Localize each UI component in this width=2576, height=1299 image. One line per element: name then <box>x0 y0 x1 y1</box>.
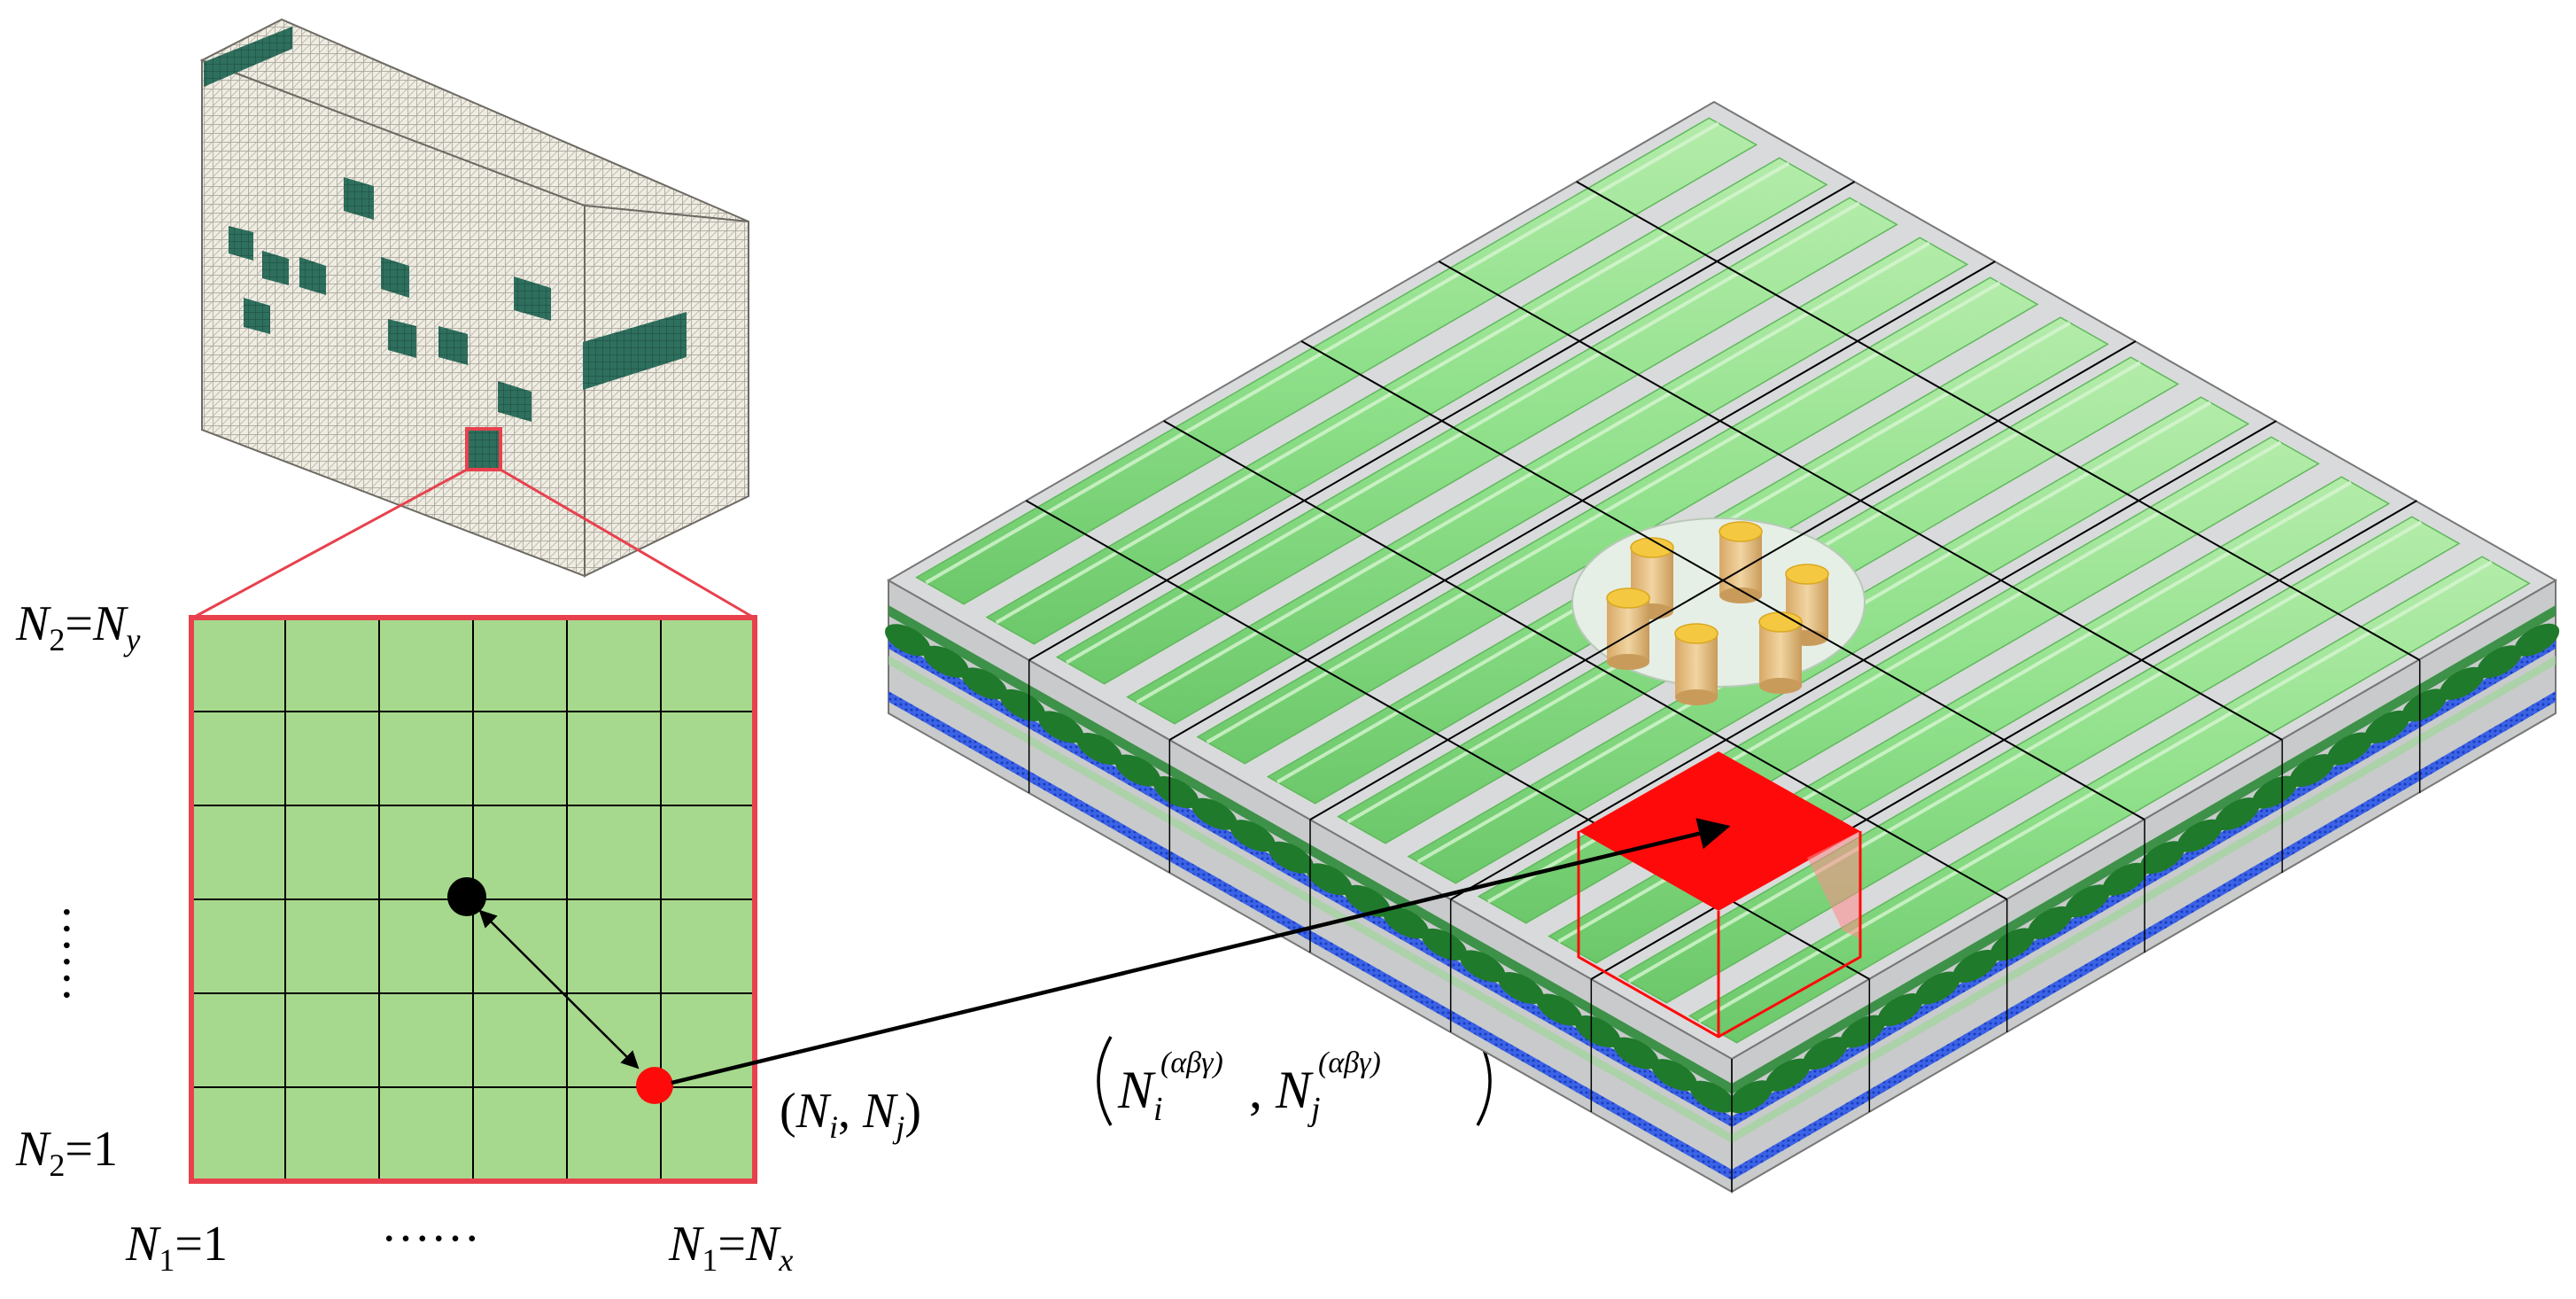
grid-lines <box>191 618 755 1181</box>
fiber-cross-section <box>2289 754 2335 788</box>
fiber-cross-section <box>1345 884 1391 917</box>
fiber-cross-section <box>2139 841 2185 875</box>
fiber-cross-section <box>1421 928 1468 961</box>
mesh-block-patches <box>204 27 687 422</box>
global-coordinate-label: Ni (αβγ) , Nj (αβγ) <box>1097 1036 1492 1128</box>
pillars <box>1606 521 1829 705</box>
pillar-body <box>1675 634 1718 697</box>
fiber-cross-section <box>1915 971 1960 1005</box>
svg-text:,: , <box>1249 1061 1262 1119</box>
fiber-cross-section <box>1727 1080 1773 1114</box>
pillar-base <box>1675 689 1718 705</box>
mesh-block-selection-box <box>465 427 502 471</box>
fiber-cross-section <box>2252 775 2298 809</box>
fiber-cross-section <box>2327 732 2372 766</box>
fiber-cross-section <box>1803 1037 1848 1070</box>
fiber-cross-section <box>1574 1015 1621 1048</box>
fiber-cross-section <box>2028 906 2073 939</box>
pillar-body <box>1719 532 1762 595</box>
horizontal-ellipsis: …… <box>381 1197 480 1252</box>
fiber-cross-section <box>2102 862 2148 896</box>
mesh-block-side-face <box>584 204 749 578</box>
fiber-cross-section <box>1877 993 1923 1027</box>
fiber-cross-section <box>1990 928 2036 961</box>
target-point-red <box>636 1067 673 1104</box>
fiber-cross-section <box>923 645 969 678</box>
highlight-cell-edges <box>1577 831 1862 1038</box>
vertical-ellipsis: …… <box>53 904 108 1003</box>
laminate-grid-line <box>1576 181 2421 661</box>
local-grid <box>189 615 757 1184</box>
fiber-cross-section <box>2215 797 2260 831</box>
pillar-top <box>1630 537 1674 558</box>
fiber-cross-section <box>961 667 1007 700</box>
laminate-side-grid <box>1028 660 2421 1192</box>
fiber-cross-section <box>1498 971 1544 1005</box>
fiber-cross-section <box>2364 710 2410 743</box>
fiber-cross-section <box>1038 711 1084 743</box>
fiber-cross-section <box>1383 906 1429 939</box>
svg-text:(αβγ): (αβγ) <box>1318 1046 1381 1079</box>
pillar-top <box>1785 564 1829 585</box>
fiber-cross-section <box>1307 863 1353 896</box>
fiber-cross-section <box>1230 820 1276 852</box>
pillar-base <box>1719 587 1762 603</box>
fiber-cross-section <box>1952 949 1998 983</box>
fiber-cross-section <box>2177 819 2223 852</box>
svg-text:Ni: Ni <box>1117 1061 1163 1128</box>
zoom-lines <box>192 468 755 619</box>
pillar-body <box>1607 598 1649 662</box>
pillar-top <box>1719 521 1763 542</box>
local-distance-arrow <box>478 909 640 1070</box>
label-n1-left: N1=1 <box>125 1217 228 1278</box>
global-left-paren <box>1097 1036 1113 1126</box>
pillar-base <box>1759 678 1802 694</box>
hole-with-pillars <box>1571 517 1866 705</box>
fiber-cross-section <box>1152 776 1199 809</box>
label-n1-right: N1=Nx <box>668 1217 793 1278</box>
fiber-cross-section <box>999 688 1046 721</box>
label-n2-top: N2=Ny <box>15 596 140 657</box>
pillar-body <box>1759 622 1802 686</box>
pillar-top <box>1674 623 1719 644</box>
reference-point-black <box>447 877 486 916</box>
fiber-cross-section <box>1765 1058 1811 1092</box>
fiber-cross-section <box>2401 688 2448 722</box>
local-coordinate-label: (Ni, Nj) <box>780 1084 921 1145</box>
mapping-arrow <box>671 818 1731 1085</box>
fiber-cross-section <box>2514 623 2560 657</box>
svg-text:Nj: Nj <box>1275 1061 1321 1128</box>
composite-laminate <box>885 100 2560 1194</box>
fiber-cross-section <box>1536 993 1582 1026</box>
pillar-base <box>1607 654 1649 670</box>
fiber-cross-section <box>1460 950 1506 983</box>
fiber-cross-section <box>2477 645 2522 679</box>
fiber-cross-section <box>885 624 931 657</box>
mesh-block <box>199 18 749 578</box>
fiber-cross-section <box>2065 884 2110 918</box>
pillar-top <box>1606 587 1650 609</box>
fiber-cross-section <box>1114 754 1160 787</box>
fiber-cross-section <box>1840 1015 1886 1048</box>
fiber-cross-sections <box>885 623 2560 1114</box>
fiber-cross-section <box>1191 797 1238 830</box>
fiber-cross-section <box>1613 1037 1659 1070</box>
svg-text:(αβγ): (αβγ) <box>1160 1046 1223 1079</box>
grid-border <box>189 615 757 1184</box>
fiber-cross-section <box>1268 841 1314 874</box>
label-n2-bottom: N2=1 <box>15 1122 118 1183</box>
fiber-cross-section <box>1651 1059 1697 1092</box>
highlight-cell-inner <box>1807 831 1860 939</box>
fiber-cross-section <box>1076 732 1122 766</box>
fiber-cross-section <box>2440 666 2485 700</box>
fiber-cross-section <box>1689 1080 1735 1113</box>
